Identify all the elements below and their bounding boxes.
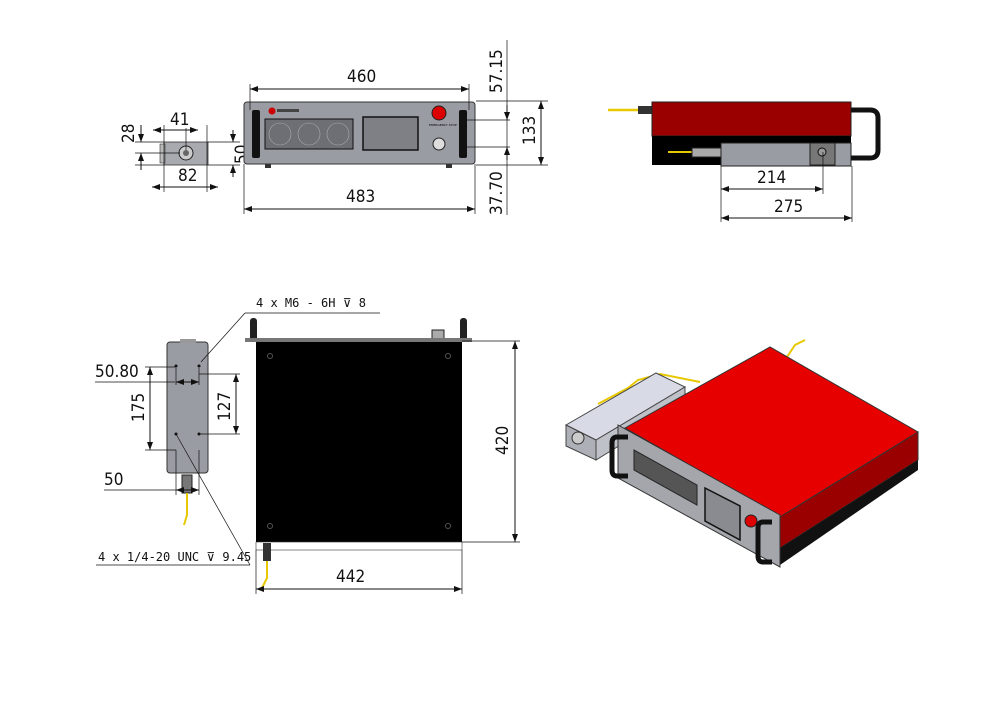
dim-outer-width: 483 xyxy=(346,187,375,207)
display-screen xyxy=(704,486,741,542)
module-fiber-connector xyxy=(691,147,722,158)
rear-connectors xyxy=(255,541,463,551)
dim-offset-top: 57.15 xyxy=(487,49,507,93)
dim-module-length: 275 xyxy=(774,197,803,217)
fiber-port-core xyxy=(183,150,189,156)
module-fiber xyxy=(183,493,188,526)
right-handle xyxy=(755,519,772,565)
dim-center-height: 28 xyxy=(119,124,139,143)
connector-flange xyxy=(159,143,166,164)
front-view: EMERGENCY STOP 460 483 133 57.15 37.70 xyxy=(243,40,548,215)
dim-hole-spacing-outer: 175 xyxy=(129,393,149,422)
module-port-icon xyxy=(571,431,585,445)
connector-end-view: 41 28 50 82 xyxy=(119,110,252,192)
dim-module-width: 50 xyxy=(104,470,123,490)
side-handle xyxy=(851,107,881,161)
dim-connector-width: 82 xyxy=(178,166,197,186)
module-fiber xyxy=(597,372,701,405)
foot xyxy=(446,164,452,168)
dim-hole-spacing-inner: 127 xyxy=(215,392,235,421)
corner-screws xyxy=(267,353,451,529)
housing-mount-note: 4 x M6 - 6H ⊽ 8 xyxy=(256,296,366,310)
side-view: 214 275 xyxy=(608,101,881,222)
module-bottom-view: 50.80 175 127 50 4 x 1/4-20 UNC ⊽ 9.45 xyxy=(95,339,251,566)
fiber-strain-relief xyxy=(638,106,652,114)
module-body xyxy=(166,341,209,474)
dim-depth: 420 xyxy=(493,426,513,455)
module-cap xyxy=(180,339,196,343)
emergency-stop-button xyxy=(431,105,447,121)
vent-grille xyxy=(633,449,698,506)
dim-module-offset: 214 xyxy=(757,168,786,188)
logo-icon xyxy=(268,107,276,115)
emergency-stop-button xyxy=(744,514,758,528)
foot xyxy=(265,164,271,168)
housing-side-black xyxy=(780,460,918,565)
right-ear xyxy=(460,318,467,342)
dim-offset-bottom: 37.70 xyxy=(487,171,507,215)
display-screen xyxy=(362,116,419,151)
module-mount-note: 4 x 1/4-20 UNC ⊽ 9.45 xyxy=(98,550,251,564)
housing-red-top xyxy=(651,101,852,137)
dim-bolt-spacing: 41 xyxy=(170,110,189,130)
logo-wordmark xyxy=(277,109,299,112)
left-handle xyxy=(252,110,260,158)
top-view: 420 442 4 x M6 - 6H ⊽ 8 xyxy=(200,296,520,594)
housing-top xyxy=(256,342,462,542)
fiber-cable xyxy=(784,339,806,361)
right-handle xyxy=(459,110,467,158)
fiber-strain-relief xyxy=(263,543,271,561)
emergency-stop-label: EMERGENCY STOP xyxy=(429,123,457,127)
vent-grille xyxy=(264,118,354,150)
dim-inner-width: 460 xyxy=(347,67,376,87)
module-port-icon xyxy=(817,147,827,157)
fiber-cable xyxy=(261,561,268,589)
dim-hole-spacing-x: 50.80 xyxy=(95,362,139,382)
front-panel-edge xyxy=(245,338,472,342)
isometric-view xyxy=(564,339,919,568)
key-switch xyxy=(432,137,446,151)
left-ear xyxy=(250,318,257,342)
dim-top-width: 442 xyxy=(336,567,365,587)
left-handle xyxy=(609,434,628,479)
vent-fans xyxy=(268,122,350,146)
dim-height: 133 xyxy=(520,116,540,145)
